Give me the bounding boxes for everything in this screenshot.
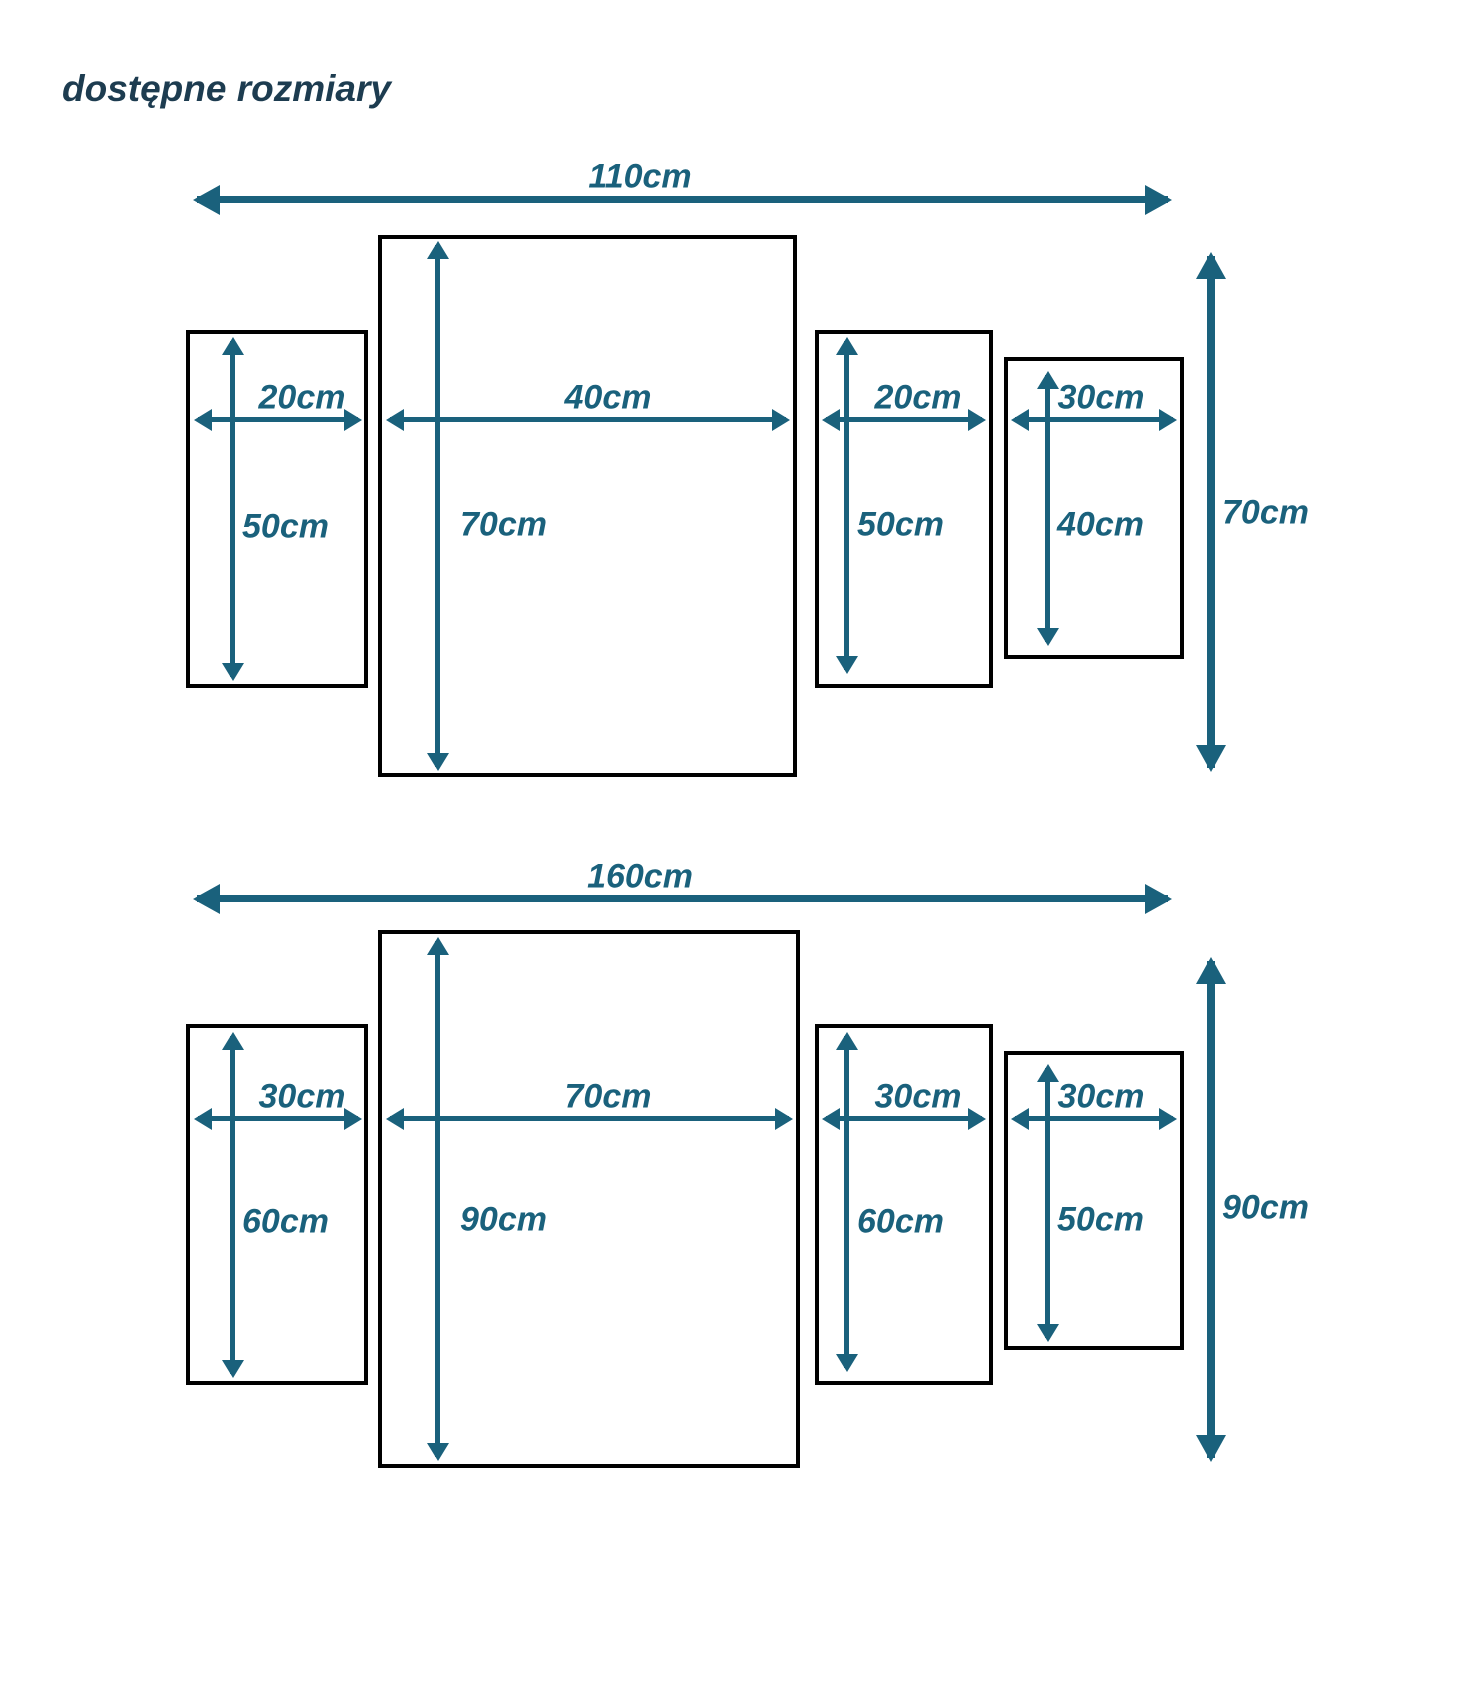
total-height-arrow [1207, 252, 1215, 772]
panel4-height-label: 40cm [1057, 505, 1144, 544]
panel3-height-label: 60cm [857, 1202, 944, 1241]
panel2-height-arrow [435, 937, 440, 1461]
panel1-width-label: 30cm [258, 1077, 346, 1116]
panel4-width-label: 30cm [1057, 1077, 1145, 1116]
panel3-width-arrow [822, 417, 986, 422]
total-width-arrow [193, 895, 1172, 902]
panel4-width-label: 30cm [1057, 378, 1145, 417]
panel4-height-arrow [1045, 371, 1050, 646]
panel2-width-arrow [386, 1116, 793, 1121]
panel4-width-arrow [1011, 1116, 1177, 1121]
panel3-width-label: 30cm [874, 1077, 962, 1116]
panel3-height-arrow [844, 1032, 849, 1372]
total-width-arrow [193, 196, 1172, 203]
panel3-height-label: 50cm [857, 505, 944, 544]
panel-center-40x70 [378, 235, 797, 777]
panel-center-70x90 [378, 930, 800, 1468]
panel4-height-arrow [1045, 1064, 1050, 1342]
panel1-height-label: 60cm [242, 1202, 329, 1241]
total-width-label: 110cm [588, 157, 692, 196]
panel3-width-arrow [822, 1116, 986, 1121]
panel1-width-arrow [194, 417, 362, 422]
panel1-width-arrow [194, 1116, 362, 1121]
panel3-height-arrow [844, 337, 849, 674]
panel2-width-label: 70cm [564, 1077, 652, 1116]
panel2-width-arrow [386, 417, 790, 422]
panel-left-30x60 [186, 1024, 368, 1385]
panel4-width-arrow [1011, 417, 1177, 422]
total-height-label: 70cm [1222, 493, 1309, 532]
page-title: dostępne rozmiary [62, 68, 391, 109]
panel-left-20x50 [186, 330, 368, 688]
panel2-height-arrow [435, 241, 440, 771]
panel1-height-arrow [230, 337, 235, 681]
panel1-width-label: 20cm [258, 378, 346, 417]
panel1-height-label: 50cm [242, 507, 329, 546]
panel3-width-label: 20cm [874, 378, 962, 417]
panel4-height-label: 50cm [1057, 1200, 1144, 1239]
panel2-height-label: 90cm [460, 1200, 547, 1239]
total-height-arrow [1207, 957, 1215, 1462]
panel2-width-label: 40cm [564, 378, 652, 417]
panel-far-right-30x50 [1004, 1051, 1184, 1350]
panel-far-right-30x40 [1004, 357, 1184, 659]
panel2-height-label: 70cm [460, 505, 547, 544]
total-height-label: 90cm [1222, 1188, 1309, 1227]
total-width-label: 160cm [587, 857, 693, 896]
panel1-height-arrow [230, 1032, 235, 1378]
